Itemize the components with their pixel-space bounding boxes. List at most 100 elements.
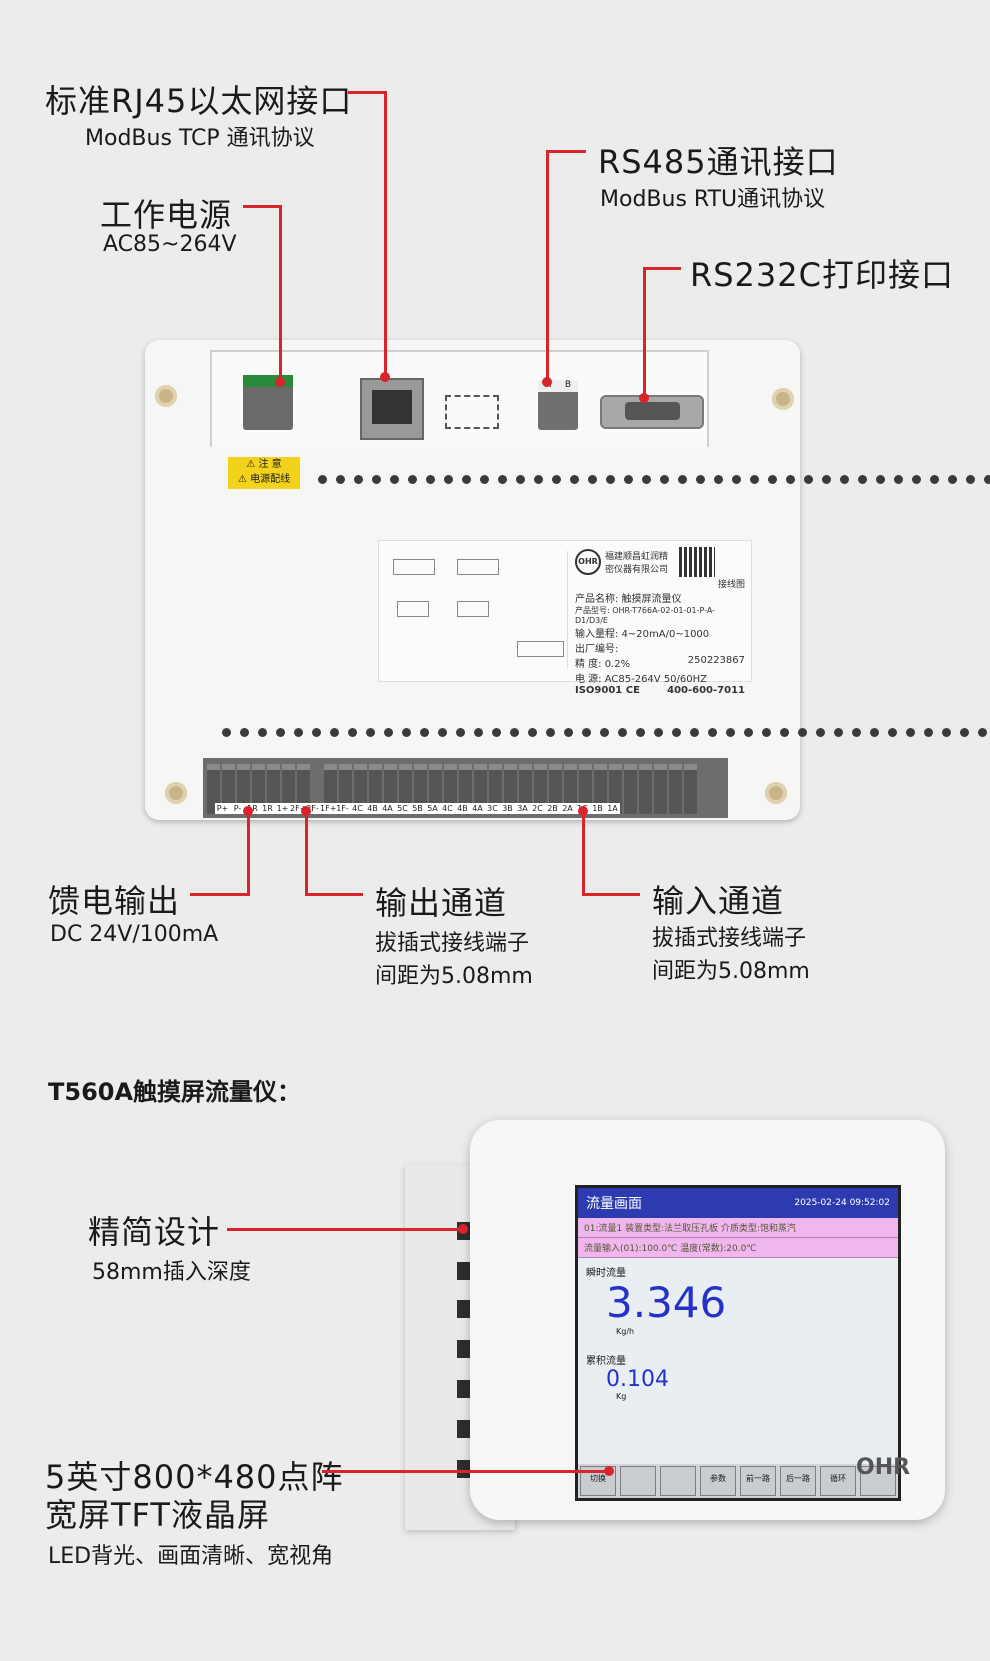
terminal-label: 2C bbox=[532, 804, 543, 813]
feed-callout-title: 馈电输出 bbox=[48, 882, 181, 920]
terminal-label: 4C bbox=[352, 804, 363, 813]
terminal-label: 3B bbox=[502, 804, 513, 813]
rj45-callout-sub: ModBus TCP 通讯协议 bbox=[85, 126, 315, 151]
terminal-label: 3C bbox=[487, 804, 498, 813]
rs485-line-v bbox=[546, 150, 549, 382]
design-dot bbox=[458, 1224, 468, 1234]
screen-btn-3[interactable] bbox=[660, 1466, 696, 1496]
label-company: 福建顺昌虹润精密仪器有限公司 bbox=[605, 552, 669, 575]
input-dot bbox=[578, 806, 588, 816]
label-name: 产品名称: 触摸屏流量仪 bbox=[575, 594, 682, 605]
terminal-label: 2F- bbox=[306, 804, 319, 813]
wiring-icons bbox=[387, 551, 568, 669]
screen-callout-sub: LED背光、画面清晰、宽视角 bbox=[48, 1544, 334, 1569]
mount-screw bbox=[155, 385, 177, 407]
label-range: 输入量程: 4~20mA/0~1000 bbox=[575, 629, 710, 640]
mount-screw bbox=[165, 782, 187, 804]
terminal-label: 1B bbox=[592, 804, 603, 813]
side-slot bbox=[457, 1460, 471, 1478]
side-slot bbox=[457, 1340, 471, 1358]
usb-cover bbox=[445, 395, 499, 429]
rj45-line-v bbox=[384, 91, 387, 377]
terminal-label: 5B bbox=[412, 804, 423, 813]
terminal-label: 1+ bbox=[276, 804, 289, 813]
terminal-label: 1A bbox=[607, 804, 618, 813]
output-callout-sub1: 拔插式接线端子 bbox=[375, 931, 530, 956]
terminal-label: P+ bbox=[216, 804, 229, 813]
rs485-terminal: A B bbox=[538, 380, 578, 430]
label-iso: ISO9001 CE bbox=[575, 685, 640, 696]
total-flow-value: 0.104 bbox=[606, 1367, 669, 1392]
label-power: 电 源: AC85-264V 50/60HZ bbox=[575, 674, 708, 685]
vent-row-top bbox=[318, 475, 990, 485]
terminal-label: 4C bbox=[442, 804, 453, 813]
output-callout-sub2: 间距为5.08mm bbox=[375, 964, 533, 989]
total-flow-unit: Kg bbox=[616, 1392, 627, 1401]
rs232-dot bbox=[639, 393, 649, 403]
screen-btn-params[interactable]: 参数 bbox=[700, 1466, 736, 1496]
label-model: 产品型号: OHR-T766A-02-01-01-P-A-D1/D3/E bbox=[575, 606, 716, 625]
product-label: OHR 福建顺昌虹润精密仪器有限公司 接线图 产品名称: 触摸屏流量仪 产品型号… bbox=[378, 540, 752, 696]
label-diagram: 接线图 bbox=[717, 580, 745, 590]
input-callout-sub1: 拔插式接线端子 bbox=[652, 926, 807, 951]
screen-btn-next[interactable]: 后一路 bbox=[780, 1466, 816, 1496]
rs232-line-v bbox=[643, 267, 646, 397]
terminal-label: 1F+ bbox=[320, 804, 337, 813]
power-line-v bbox=[279, 205, 282, 383]
screen-btn-prev[interactable]: 前一路 bbox=[740, 1466, 776, 1496]
label-serial-no: 250223867 bbox=[687, 655, 745, 666]
terminal-labels: P+P-1R1R1+2F+2F-1F+1F-4C4B4A5C5B5A4C4B4A… bbox=[215, 803, 620, 814]
warning-line2: ⚠ 电源配线 bbox=[237, 474, 291, 485]
instant-flow-value: 3.346 bbox=[606, 1278, 727, 1327]
output-dot bbox=[301, 806, 311, 816]
power-line-h bbox=[243, 205, 281, 208]
design-callout-title: 精简设计 bbox=[88, 1213, 221, 1251]
input-line-h bbox=[582, 893, 640, 896]
qr-code-icon bbox=[679, 547, 715, 577]
screen-dot bbox=[604, 1466, 614, 1476]
rs232-callout-title: RS232C打印接口 bbox=[690, 256, 954, 294]
rj45-callout-title: 标准RJ45以太网接口 bbox=[45, 82, 353, 120]
terminal-label: 2F+ bbox=[290, 804, 307, 813]
feed-callout-sub: DC 24V/100mA bbox=[50, 922, 219, 947]
screen-button-bar: 切换 参数 前一路 后一路 循环 bbox=[578, 1464, 898, 1498]
rs485-line-h bbox=[546, 150, 586, 153]
design-line bbox=[227, 1228, 465, 1231]
feed-line-v bbox=[247, 812, 250, 896]
terminal-label: 1R bbox=[262, 804, 273, 813]
screen-datetime: 2025-02-24 09:52:02 bbox=[794, 1198, 890, 1208]
label-serial: 出厂编号: bbox=[575, 644, 619, 655]
screen-btn-2[interactable] bbox=[620, 1466, 656, 1496]
terminal-label: 1F- bbox=[336, 804, 349, 813]
screen-btn-8[interactable] bbox=[860, 1466, 896, 1496]
rj45-line-h bbox=[348, 91, 386, 94]
section-title: T560A触摸屏流量仪： bbox=[48, 1078, 302, 1106]
output-line-v bbox=[305, 812, 308, 896]
power-dot bbox=[275, 377, 285, 387]
lcd-screen[interactable]: 流量画面 2025-02-24 09:52:02 01:流量1 装置类型:法兰取… bbox=[575, 1185, 901, 1501]
side-slot bbox=[457, 1300, 471, 1318]
feed-dot bbox=[243, 806, 253, 816]
terminal-label: 5C bbox=[397, 804, 408, 813]
design-callout-sub: 58mm插入深度 bbox=[92, 1260, 251, 1285]
power-callout-title: 工作电源 bbox=[100, 196, 233, 234]
screen-info-row2: 流量输入(01):100.0℃ 温度(常数):20.0℃ bbox=[578, 1238, 898, 1258]
terminal-label: 4A bbox=[472, 804, 483, 813]
mount-screw bbox=[772, 388, 794, 410]
rs232-line-h bbox=[643, 267, 681, 270]
input-callout-sub2: 间距为5.08mm bbox=[652, 959, 810, 984]
terminal-label: 4B bbox=[457, 804, 468, 813]
terminal-label: 2B bbox=[547, 804, 558, 813]
mount-screw bbox=[765, 782, 787, 804]
power-terminal bbox=[243, 375, 293, 430]
output-line-h bbox=[305, 893, 363, 896]
terminal-label: P- bbox=[233, 804, 242, 813]
ohr-logo-icon: OHR bbox=[575, 549, 601, 575]
terminal-label: 4A bbox=[382, 804, 393, 813]
screen-btn-cycle[interactable]: 循环 bbox=[820, 1466, 856, 1496]
label-phone: 400-600-7011 bbox=[667, 685, 745, 696]
instant-flow-unit: Kg/h bbox=[616, 1327, 635, 1336]
input-line-v bbox=[582, 812, 585, 896]
total-flow-label: 累积流量 bbox=[586, 1356, 626, 1367]
screen-line bbox=[322, 1470, 610, 1473]
